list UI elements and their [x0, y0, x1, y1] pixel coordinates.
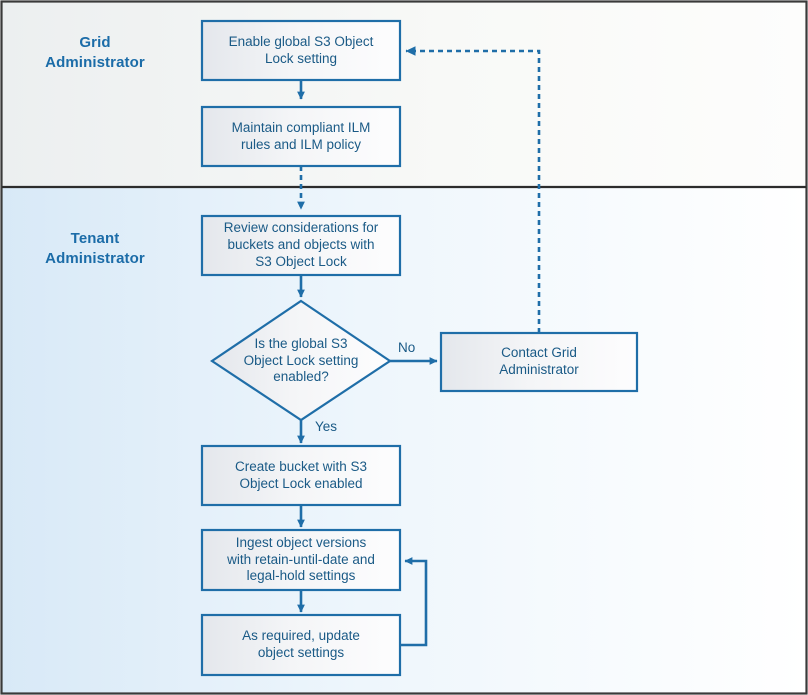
node-create-bucket[interactable] [202, 446, 400, 505]
node-ingest-object-versions[interactable] [202, 530, 400, 590]
node-create-bucket-shape [200, 444, 402, 507]
lane-label-tenant-administrator: Tenant Administrator [45, 230, 145, 267]
node-review-considerations-shape [200, 214, 402, 277]
node-update-object-settings[interactable] [202, 615, 400, 675]
node-enable-global-setting[interactable] [202, 21, 400, 80]
edge-label-yes: Yes [315, 419, 338, 434]
edge-update-back-to-ingest [400, 557, 428, 647]
node-maintain-ilm-shape [200, 105, 402, 168]
node-is-global-setting-enabled-shape [210, 299, 392, 422]
lane-grid-background [2, 2, 806, 187]
node-maintain-ilm[interactable] [202, 107, 400, 166]
node-is-global-setting-enabled[interactable] [212, 301, 390, 420]
edge-contact-back-to-enable [405, 46, 541, 333]
node-review-considerations[interactable] [202, 216, 400, 275]
lane-tenant-background [2, 187, 806, 693]
node-enable-global-setting-shape [200, 19, 402, 82]
node-update-object-settings-shape [200, 613, 402, 677]
node-ingest-object-versions-shape [200, 528, 402, 592]
lane-label-grid-administrator: Grid Administrator [45, 34, 145, 71]
node-contact-grid-administrator-shape [439, 331, 639, 393]
edge-label-no: No [398, 340, 416, 355]
node-contact-grid-administrator[interactable] [441, 333, 637, 391]
